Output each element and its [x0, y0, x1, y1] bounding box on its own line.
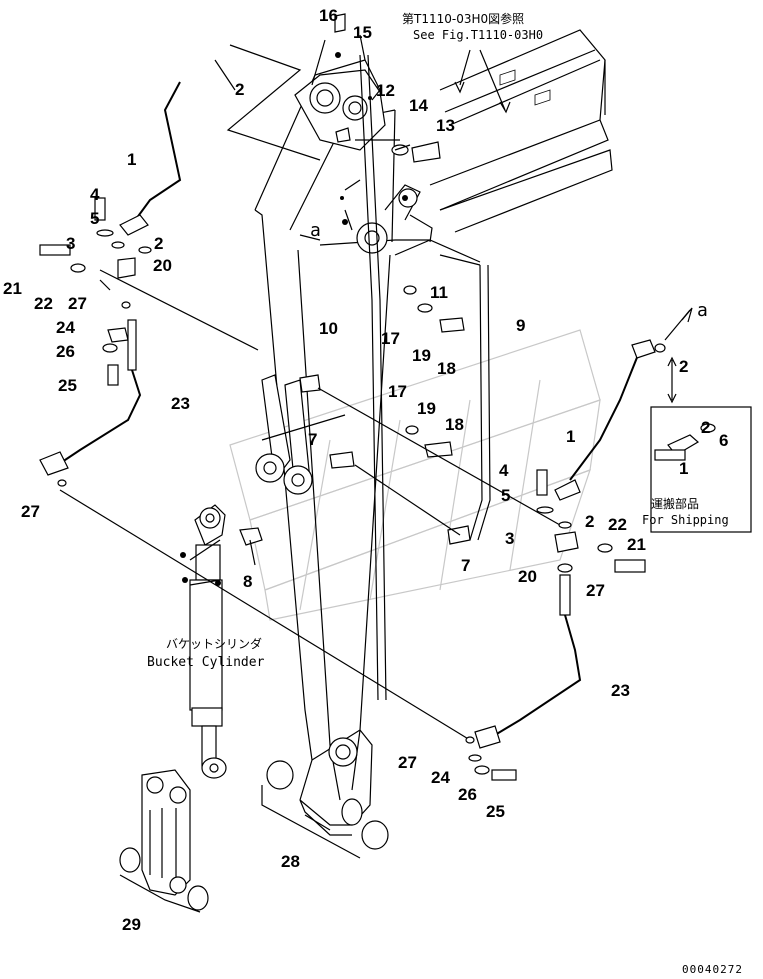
callout-26: 26: [56, 342, 75, 361]
callout-5: 5: [90, 209, 99, 228]
bucket-link: [119, 769, 209, 913]
callout-2: 2: [154, 234, 163, 253]
callouts: 16 15 2 12 14 13 1 4 5 3 2 21 22 20 27 2…: [3, 6, 728, 934]
callout-22: 22: [34, 294, 53, 313]
callout-7: 7: [308, 430, 317, 449]
callout-8: 8: [243, 572, 252, 591]
callout-17: 17: [381, 329, 400, 348]
callout-29: 29: [122, 915, 141, 934]
figure-code: 00040272: [682, 963, 743, 976]
callout-18: 18: [437, 359, 456, 378]
callout-18: 18: [445, 415, 464, 434]
callout-2: 2: [701, 418, 710, 437]
bushings: [261, 760, 389, 859]
callout-4: 4: [90, 185, 100, 204]
shipping-en: For Shipping: [642, 513, 729, 527]
left-fittings: [39, 197, 471, 741]
callout-2: 2: [235, 80, 244, 99]
watermark: [229, 329, 601, 621]
callout-15: 15: [353, 23, 372, 42]
arm: [254, 39, 433, 836]
callout-21: 21: [3, 279, 22, 298]
callout-20: 20: [153, 256, 172, 275]
callout-4: 4: [499, 461, 509, 480]
callout-28: 28: [281, 852, 300, 871]
callout-6: 6: [719, 431, 728, 450]
callout-21: 21: [627, 535, 646, 554]
callout-2: 2: [585, 512, 594, 531]
callout-27: 27: [586, 581, 605, 600]
callout-23: 23: [611, 681, 630, 700]
callout-17: 17: [388, 382, 407, 401]
callout-27: 27: [68, 294, 87, 313]
marker-a-arm: a: [310, 220, 321, 241]
callout-25: 25: [58, 376, 77, 395]
callout-3: 3: [66, 234, 75, 253]
callout-14: 14: [409, 96, 428, 115]
hoses: [127, 54, 641, 701]
upper-boom: [429, 29, 613, 233]
bucket-cylinder-jp: バケットシリンダ: [166, 636, 262, 651]
callout-5: 5: [501, 486, 510, 505]
center-fittings: [299, 13, 561, 545]
shipping-box: [650, 356, 752, 533]
callout-2: 2: [679, 357, 688, 376]
marker-a-hose: a: [697, 300, 708, 321]
leaders: [189, 34, 693, 586]
callout-10: 10: [319, 319, 338, 338]
callout-22: 22: [608, 515, 627, 534]
callout-24: 24: [56, 318, 75, 337]
callout-7: 7: [461, 556, 470, 575]
callout-25: 25: [486, 802, 505, 821]
callout-20: 20: [518, 567, 537, 586]
callout-19: 19: [412, 346, 431, 365]
callout-23: 23: [171, 394, 190, 413]
callout-19: 19: [417, 399, 436, 418]
callout-27: 27: [398, 753, 417, 772]
reference-note-en: See Fig.T1110-03H0: [413, 28, 543, 42]
callout-1: 1: [127, 150, 136, 169]
callout-16: 16: [319, 6, 338, 25]
callout-26: 26: [458, 785, 477, 804]
callout-13: 13: [436, 116, 455, 135]
callout-11: 11: [430, 283, 448, 302]
callout-27: 27: [21, 502, 40, 521]
callout-24: 24: [431, 768, 450, 787]
shipping-jp: 運搬部品: [651, 496, 699, 511]
callout-1: 1: [566, 427, 575, 446]
callout-3: 3: [505, 529, 514, 548]
bucket-cylinder-en: Bucket Cylinder: [147, 655, 265, 670]
accents: [180, 52, 408, 586]
callout-1: 1: [679, 459, 688, 478]
bucket-cylinder: [189, 504, 263, 779]
callout-9: 9: [516, 316, 525, 335]
callout-12: 12: [376, 81, 395, 100]
reference-note-jp: 第T1110-03H0図参照: [402, 11, 524, 26]
right-fittings: [465, 339, 666, 781]
